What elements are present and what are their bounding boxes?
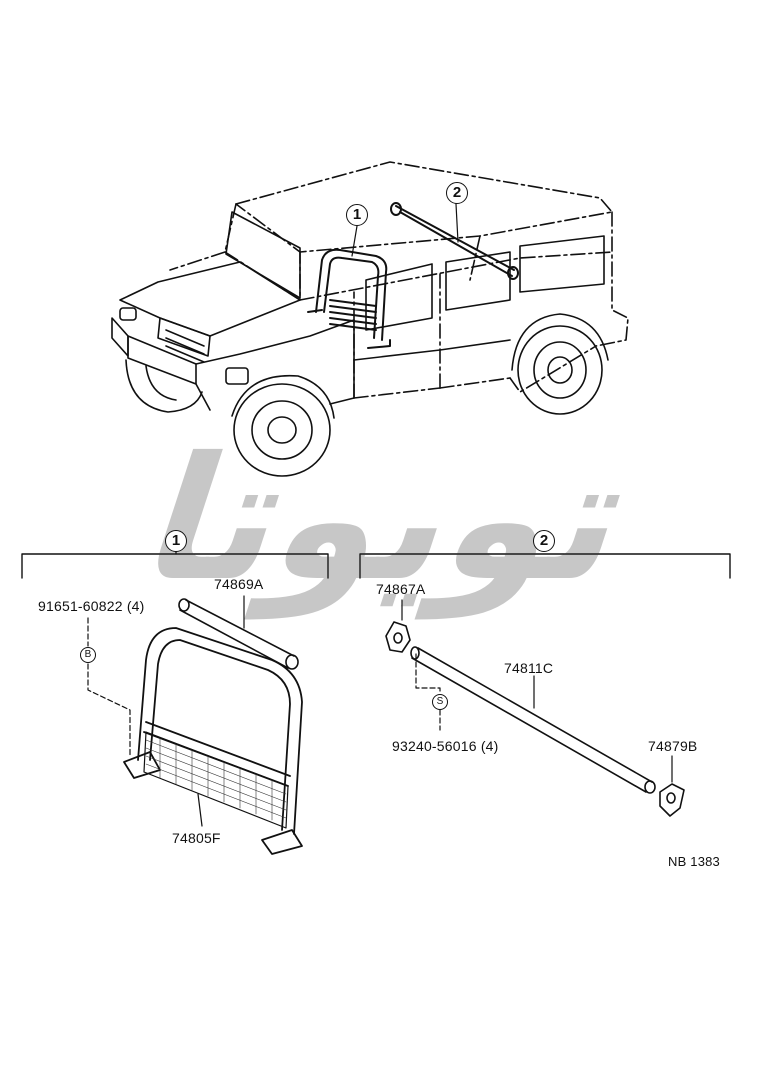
frame-mesh <box>145 737 287 821</box>
callout-1-group: 1 <box>165 530 187 552</box>
label-screw: 93240-56016 (4) <box>392 738 499 754</box>
screw-symbol: S <box>432 694 448 710</box>
label-pipe: 74869A <box>214 576 264 592</box>
callout-2-group: 2 <box>533 530 555 552</box>
vehicle-outline <box>169 161 629 399</box>
screw-leader <box>415 653 441 695</box>
bolt-symbol: B <box>80 647 96 663</box>
group-brackets <box>21 551 731 579</box>
frame-74805f <box>123 627 303 855</box>
installed-roll-bar <box>307 248 391 349</box>
callout-2-vehicle: 2 <box>446 182 468 204</box>
label-bolt: 91651-60822 (4) <box>38 598 145 614</box>
installed-rod <box>390 202 519 280</box>
pipe-74869a <box>178 595 299 670</box>
label-frame: 74805F <box>172 830 221 846</box>
bracket-74867a <box>385 599 411 653</box>
vehicle-body-solid <box>111 211 609 477</box>
label-bracket-left: 74867A <box>376 581 426 597</box>
label-bracket-right: 74879B <box>648 738 698 754</box>
rod-74811c <box>410 646 656 794</box>
reference-code: NB 1383 <box>668 854 720 869</box>
bolt-leader <box>87 617 131 757</box>
label-rod: 74811C <box>504 660 554 676</box>
bracket-74879b <box>659 755 685 817</box>
callout-1-vehicle: 1 <box>346 204 368 226</box>
